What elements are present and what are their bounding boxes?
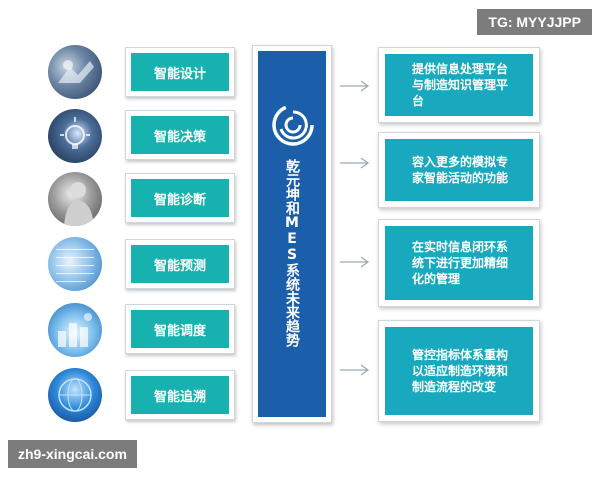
watermark-bottom-left: zh9-xingcai.com (8, 440, 137, 468)
left-item-label: 智能预测 (131, 245, 229, 283)
arrow-right-icon (340, 80, 370, 92)
tracing-photo (48, 368, 102, 422)
diagnosis-photo (48, 172, 102, 226)
prediction-photo (48, 237, 102, 291)
left-item-decision: 智能决策 (125, 110, 235, 160)
left-item-scheduling: 智能调度 (125, 304, 235, 354)
arrow-right-icon (340, 364, 370, 376)
left-item-label: 智能设计 (131, 53, 229, 91)
right-item-indicators: 管控指标体系重构以适应制造环境和制造流程的改变 (378, 320, 540, 422)
left-item-prediction: 智能预测 (125, 239, 235, 289)
left-item-label: 智能决策 (131, 116, 229, 154)
right-item-text: 容入更多的模拟专家智能活动的功能 (385, 139, 533, 201)
left-item-label: 智能诊断 (131, 179, 229, 217)
design-photo (48, 45, 102, 99)
arrow-right-icon (340, 256, 370, 268)
right-item-platform: 提供信息处理平台与制造知识管理平台 (378, 47, 540, 123)
watermark-top-right: TG: MYYJJPP (477, 9, 592, 35)
left-item-tracing: 智能追溯 (125, 370, 235, 420)
right-item-expert: 容入更多的模拟专家智能活动的功能 (378, 132, 540, 208)
arrow-right-icon (340, 157, 370, 169)
right-item-text: 提供信息处理平台与制造知识管理平台 (385, 54, 533, 116)
right-item-text: 管控指标体系重构以适应制造环境和制造流程的改变 (385, 327, 533, 415)
center-bar: 乾元坤和MES系统未来趋势 (258, 51, 326, 417)
center-title: 乾元坤和MES系统未来趋势 (284, 159, 300, 347)
right-item-closed-loop: 在实时信息闭环系统下进行更加精细化的管理 (378, 219, 540, 307)
right-item-text: 在实时信息闭环系统下进行更加精细化的管理 (385, 226, 533, 300)
center-column: 乾元坤和MES系统未来趋势 (252, 45, 332, 423)
left-item-design: 智能设计 (125, 47, 235, 97)
decision-photo (48, 109, 102, 163)
left-item-diagnosis: 智能诊断 (125, 173, 235, 223)
left-item-label: 智能追溯 (131, 376, 229, 414)
scheduling-photo (48, 303, 102, 357)
left-item-label: 智能调度 (131, 310, 229, 348)
swirl-logo-icon (272, 104, 314, 146)
